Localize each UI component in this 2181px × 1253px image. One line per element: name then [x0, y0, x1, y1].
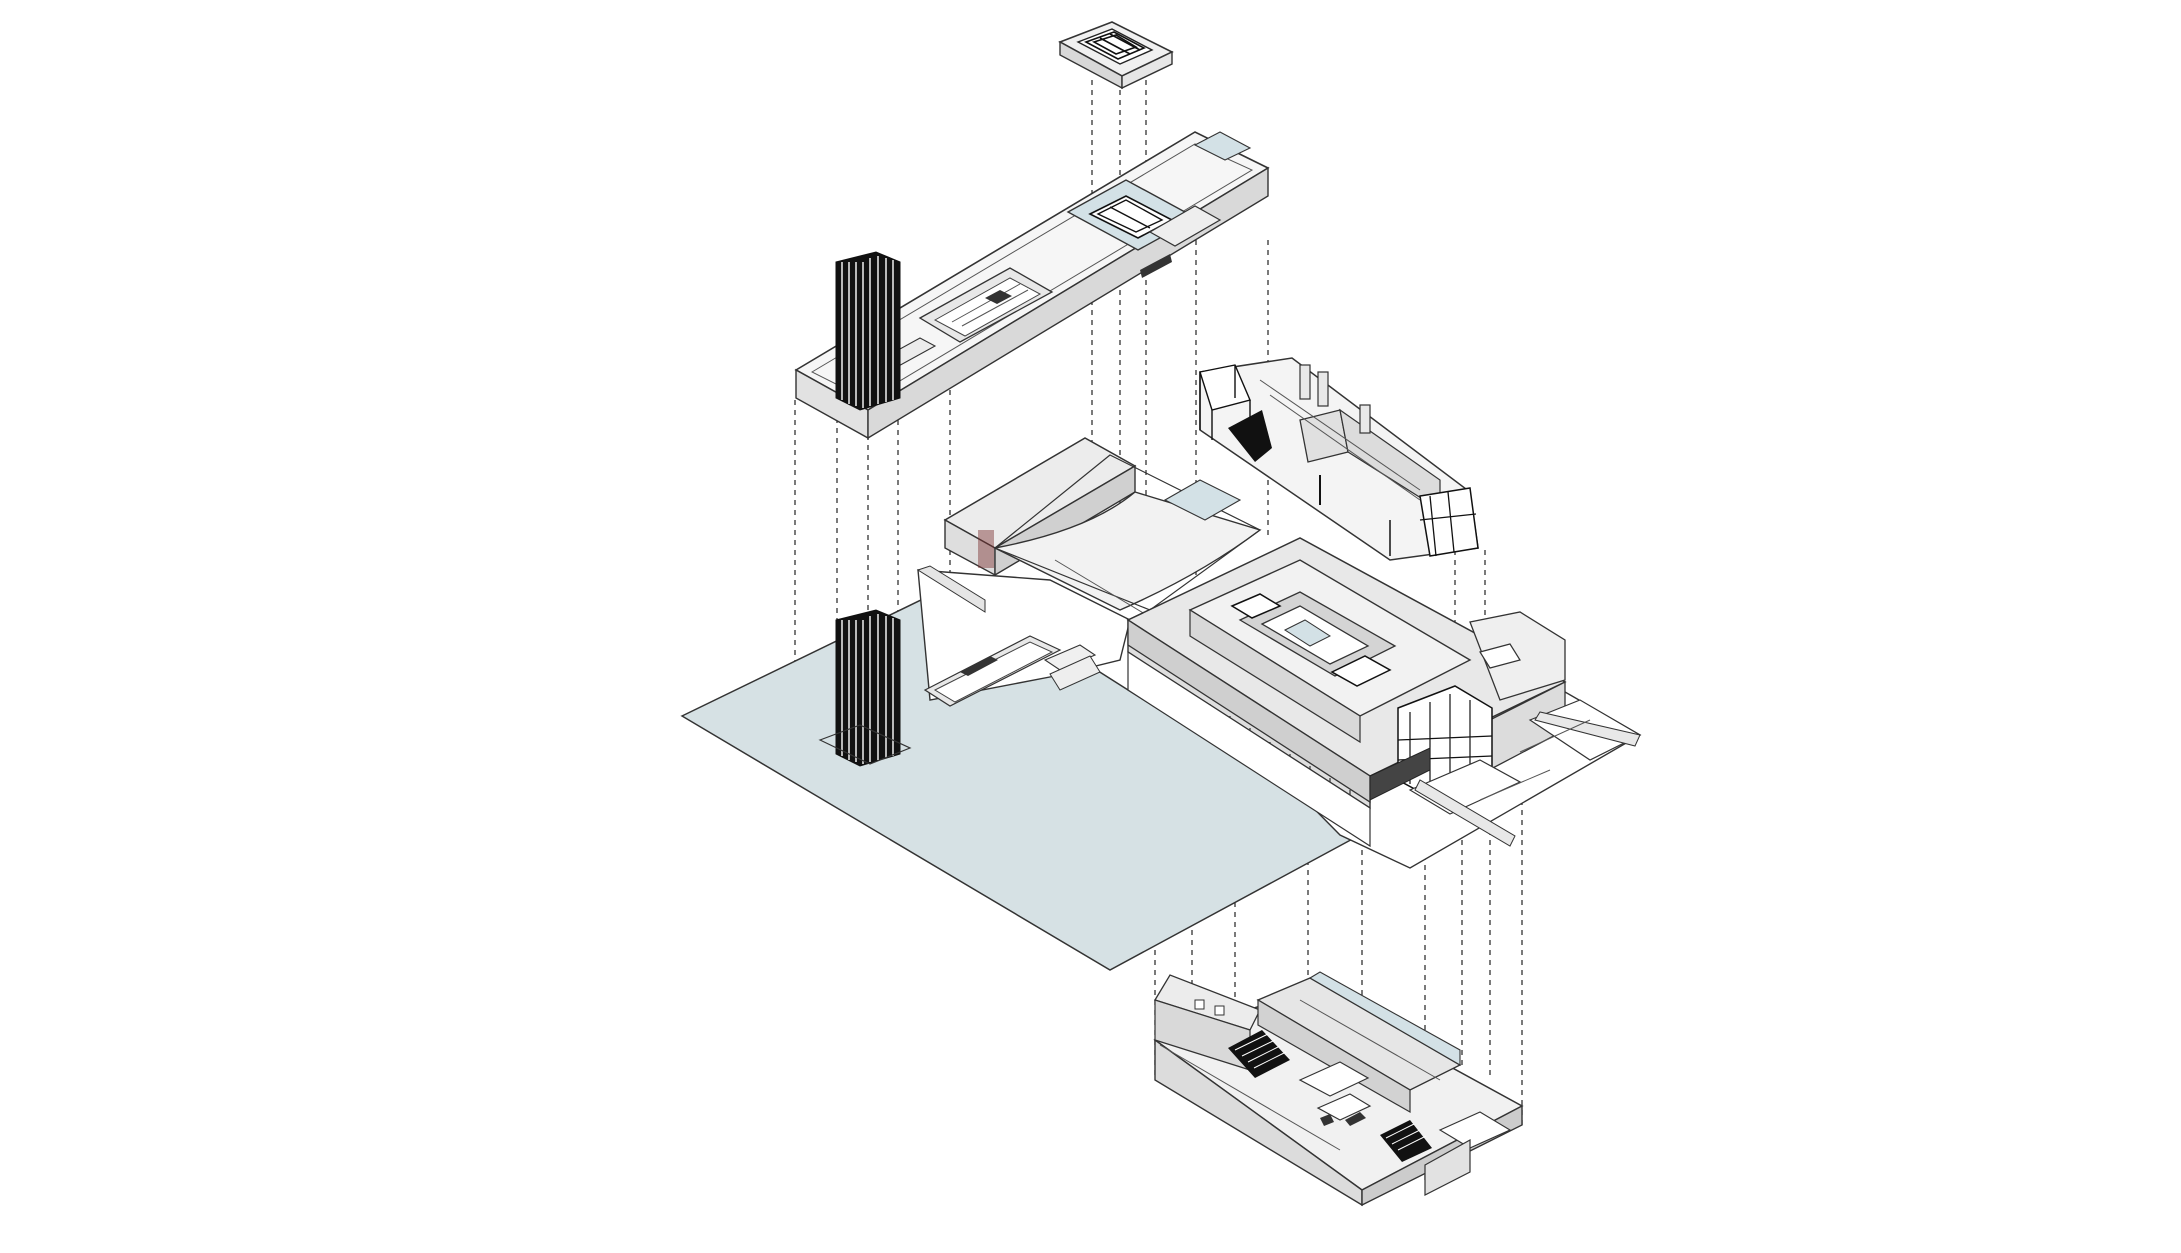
basement-level	[1153, 971, 1524, 1207]
frame-module	[1199, 357, 1479, 561]
main-building	[1126, 537, 1642, 869]
roof-lantern	[1058, 21, 1174, 90]
tower-element-lower	[818, 609, 912, 767]
tower-element-upper	[835, 251, 901, 411]
ground-platform	[916, 559, 1231, 707]
canopy-hall	[943, 437, 1262, 611]
upper-roof-slab	[794, 131, 1270, 440]
